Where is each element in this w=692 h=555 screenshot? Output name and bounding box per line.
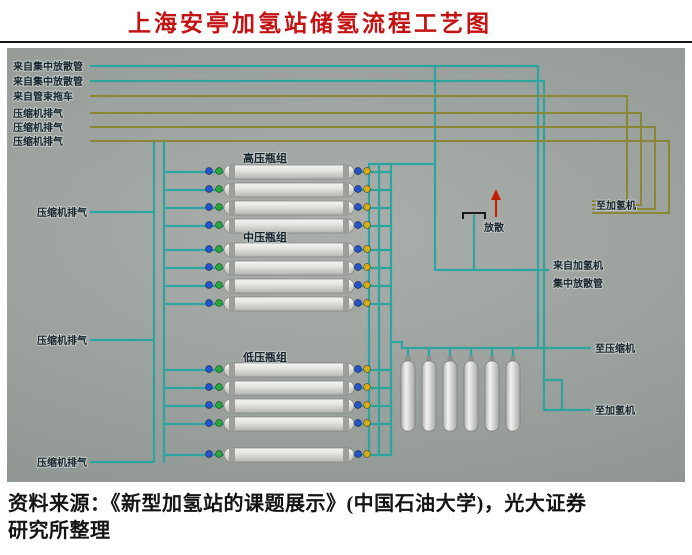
inlet-label-tube-trailer: 来自管束拖车 [12, 90, 73, 103]
vent-arrow-icon [491, 189, 501, 217]
trailer-compressor-pipes [90, 95, 670, 214]
source-line-2: 研究所整理 [8, 520, 111, 542]
inlet-label-vent-header-2: 来自集中放散管 [12, 75, 83, 88]
feed-label-compressor-1: 压缩机排气 [37, 206, 87, 219]
page-header: 上海安亭加氢站储氢流程工艺图 [0, 0, 692, 43]
vent-label: 放散 [483, 221, 505, 234]
source-note: 资料来源：《新型加氢站的课题展示》(中国石油大学)，光大证券 研究所整理 [0, 482, 692, 545]
cylinder-row [206, 363, 371, 377]
teal-pipes [89, 64, 592, 464]
right-manifold-pipe [367, 162, 437, 457]
cylinder-row [206, 183, 371, 197]
group-label-low-pressure: 低压瓶组 [242, 350, 287, 364]
left-manifold-pipe [89, 139, 166, 464]
outlet-label-to-dispenser-top: 至加氢机 [596, 199, 636, 212]
source-line-1: 资料来源：《新型加氢站的课题展示》(中国石油大学)，光大证券 [8, 493, 587, 515]
storage-cylinder [505, 355, 521, 432]
inlet-label-compressor-1: 压缩机排气 [13, 107, 63, 120]
feed-label-compressor-2: 压缩机排气 [37, 334, 87, 347]
process-diagram-canvas: 来自集中放散管 来自集中放散管 来自管束拖车 压缩机排气 压缩机排气 压缩机排气… [11, 59, 670, 470]
cylinder-row [206, 448, 371, 462]
cylinder-row [206, 381, 371, 395]
page-title: 上海安亭加氢站储氢流程工艺图 [128, 10, 492, 36]
feed-label-compressor-3: 压缩机排气 [37, 456, 87, 469]
cylinder-row [206, 297, 371, 311]
outlet-label-to-dispenser-bottom: 至加氢机 [595, 404, 635, 417]
vent-cap-icon [462, 212, 486, 219]
cylinder-row [206, 165, 371, 179]
cylinder-row [206, 399, 371, 413]
group-label-medium-pressure: 中压瓶组 [243, 230, 287, 244]
inlet-label-compressor-2: 压缩机排气 [13, 121, 63, 134]
olive-pipes [90, 95, 670, 214]
inlet-label-compressor-3: 压缩机排气 [13, 135, 63, 148]
group-label-high-pressure: 高压瓶组 [243, 151, 287, 165]
storage-cylinder [442, 355, 458, 432]
storage-cylinder [400, 355, 416, 432]
inlet-label-vent-header-1: 来自集中放散管 [12, 60, 83, 73]
storage-cylinder [421, 355, 437, 432]
process-diagram: 来自集中放散管 来自集中放散管 来自管束拖车 压缩机排气 压缩机排气 压缩机排气… [7, 48, 685, 482]
outlet-label-from-dispenser-2: 集中放散管 [552, 277, 603, 290]
row-stub-pipes [162, 170, 393, 457]
storage-cylinder [463, 355, 479, 432]
cylinder-row [206, 201, 371, 215]
cylinder-row [206, 243, 371, 257]
cylinder-row [206, 219, 371, 233]
outlet-label-from-dispenser-1: 来自加氢机 [552, 259, 603, 272]
cylinder-row [206, 417, 371, 431]
vent-header-pipes [89, 64, 592, 412]
vent-manifold-pipe [433, 64, 550, 272]
storage-cylinder [484, 355, 500, 432]
cylinder-row [206, 279, 371, 293]
cylinder-row [206, 261, 371, 275]
storage-manifold-pipe [389, 340, 564, 412]
outlet-label-to-compressor: 至压缩机 [595, 342, 635, 355]
